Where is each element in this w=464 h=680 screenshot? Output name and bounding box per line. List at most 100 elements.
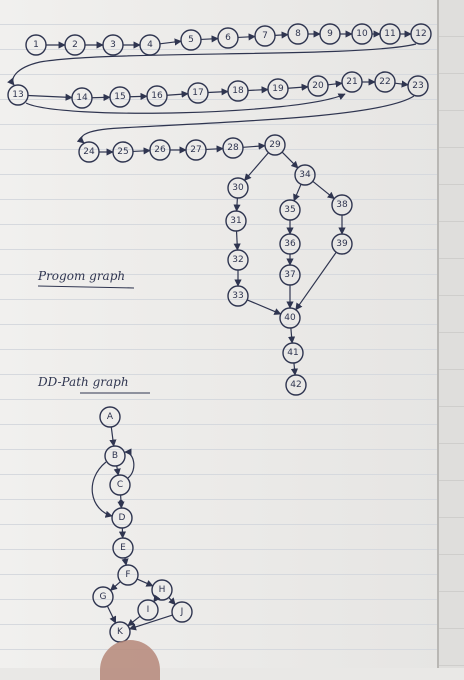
dd-path-graph-node-H: H bbox=[152, 580, 172, 600]
program-graph-node-13: 13 bbox=[8, 85, 28, 105]
program-graph-node-label: 11 bbox=[384, 29, 395, 39]
program-graph-node-label: 32 bbox=[232, 255, 243, 265]
dd-path-graph-node-A: A bbox=[100, 407, 120, 427]
program-graph-node-label: 26 bbox=[154, 145, 166, 155]
program-graph-node-3: 3 bbox=[103, 35, 123, 55]
dd-path-graph-node-label: I bbox=[147, 605, 150, 615]
program-graph-edge-29-34 bbox=[282, 152, 298, 168]
program-graph-node-41: 41 bbox=[283, 343, 303, 363]
program-graph-node-label: 38 bbox=[336, 200, 348, 210]
dd-path-graph-node-K: K bbox=[110, 622, 130, 642]
program-graph-node-label: 23 bbox=[412, 81, 423, 91]
program-graph-node-label: 6 bbox=[225, 33, 231, 43]
dd-path-graph-node-D: D bbox=[112, 508, 132, 528]
program-graph-node-label: 5 bbox=[188, 35, 194, 45]
program-graph-node-19: 19 bbox=[268, 79, 288, 99]
program-graph-caption-underline bbox=[38, 286, 134, 288]
dd-path-graph-edge-F-G bbox=[111, 582, 121, 591]
program-graph-edge-40-41 bbox=[291, 328, 292, 343]
program-graph-node-label: 15 bbox=[114, 92, 125, 102]
dd-path-graph-edge-E-F bbox=[125, 558, 126, 565]
program-graph-node-22: 22 bbox=[375, 72, 395, 92]
program-graph-edge-41-42 bbox=[294, 363, 295, 375]
program-graph-node-label: 42 bbox=[290, 380, 301, 390]
program-graph-node-35: 35 bbox=[280, 200, 300, 220]
program-graph-edge-16-17 bbox=[167, 94, 188, 96]
dd-path-graph-edge-G-K bbox=[107, 606, 115, 623]
program-graph-node-label: 33 bbox=[232, 291, 243, 301]
program-graph-node-label: 24 bbox=[83, 147, 95, 157]
program-graph-node-17: 17 bbox=[188, 83, 208, 103]
dd-path-graph-edge-B-C bbox=[117, 466, 119, 475]
program-graph-edge-17-18 bbox=[208, 91, 228, 92]
program-graph-node-24: 24 bbox=[79, 142, 99, 162]
dd-path-graph-node-label: A bbox=[107, 412, 114, 422]
dd-path-graph-node-C: C bbox=[110, 475, 130, 495]
program-graph-node-7: 7 bbox=[255, 26, 275, 46]
program-graph-node-label: 34 bbox=[299, 170, 311, 180]
program-graph-node-23: 23 bbox=[408, 76, 428, 96]
program-graph-node-28: 28 bbox=[223, 138, 243, 158]
program-graph-edge-28-29 bbox=[243, 146, 265, 148]
program-graph-node-label: 39 bbox=[336, 239, 348, 249]
program-graph-node-11: 11 bbox=[380, 24, 400, 44]
dd-path-graph-node-E: E bbox=[113, 538, 133, 558]
dd-path-graph-node-label: B bbox=[112, 451, 118, 461]
program-graph-node-label: 29 bbox=[269, 140, 281, 150]
program-graph-edge-31-32 bbox=[237, 231, 238, 250]
program-graph-caption: Progom graph bbox=[37, 269, 134, 288]
program-graph-node-39: 39 bbox=[332, 234, 352, 254]
program-graph-node-label: 7 bbox=[262, 31, 268, 41]
program-graph-node-label: 4 bbox=[147, 40, 153, 50]
program-graph-edge-5-6 bbox=[201, 39, 218, 40]
program-graph-node-16: 16 bbox=[147, 86, 167, 106]
program-graph-node-34: 34 bbox=[295, 165, 315, 185]
program-graph-node-14: 14 bbox=[72, 88, 92, 108]
program-graph-edge-34-35 bbox=[294, 184, 301, 201]
program-graph-edge-30-31 bbox=[237, 198, 238, 211]
program-graph-node-label: 14 bbox=[76, 93, 88, 103]
program-graph-node-31: 31 bbox=[226, 211, 246, 231]
program-graph-node-5: 5 bbox=[181, 30, 201, 50]
dd-path-graph-node-J: J bbox=[172, 602, 192, 622]
program-graph-node-label: 21 bbox=[346, 77, 357, 87]
program-graph-edge-7-8 bbox=[275, 35, 288, 36]
edges-layer bbox=[13, 34, 416, 629]
program-graph-node-25: 25 bbox=[113, 142, 133, 162]
dd-path-graph-node-label: E bbox=[120, 543, 126, 553]
program-graph-node-33: 33 bbox=[228, 286, 248, 306]
program-graph-node-15: 15 bbox=[110, 87, 130, 107]
dd-path-graph-junction-dot bbox=[119, 500, 123, 504]
program-graph-node-label: 40 bbox=[284, 313, 296, 323]
dd-path-graph-node-label: J bbox=[180, 607, 184, 617]
program-graph-node-label: 10 bbox=[356, 29, 368, 39]
dd-path-graph-node-label: K bbox=[117, 627, 124, 637]
dd-path-graph-node-label: C bbox=[117, 480, 123, 490]
program-graph-node-32: 32 bbox=[228, 250, 248, 270]
program-graph-edge-6-7 bbox=[238, 37, 255, 38]
program-graph-node-1: 1 bbox=[26, 35, 46, 55]
program-graph-node-21: 21 bbox=[342, 72, 362, 92]
dd-path-graph-edge-B-D bbox=[92, 462, 112, 516]
program-graph-edge-22-23 bbox=[395, 83, 408, 85]
program-graph-node-2: 2 bbox=[65, 35, 85, 55]
program-graph-node-label: 35 bbox=[284, 205, 295, 215]
program-graph-node-label: 8 bbox=[295, 29, 301, 39]
program-graph-node-20: 20 bbox=[308, 76, 328, 96]
program-graph-node-12: 12 bbox=[411, 24, 431, 44]
program-graph-node-label: 19 bbox=[272, 84, 284, 94]
program-graph-edge-34-38 bbox=[313, 181, 334, 198]
program-graph-node-label: 9 bbox=[327, 29, 333, 39]
program-graph-node-label: 17 bbox=[192, 88, 203, 98]
dd-path-graph-edge-C-B bbox=[125, 452, 134, 478]
program-graph-node-label: 41 bbox=[287, 348, 298, 358]
program-graph-node-label: 37 bbox=[284, 270, 295, 280]
program-graph-node-26: 26 bbox=[150, 140, 170, 160]
dd-path-graph-node-label: D bbox=[119, 513, 126, 523]
program-graph-node-42: 42 bbox=[286, 375, 306, 395]
program-graph-node-36: 36 bbox=[280, 234, 300, 254]
program-graph-node-9: 9 bbox=[320, 24, 340, 44]
dd-path-graph-edge-I-K bbox=[128, 616, 140, 626]
program-graph-node-label: 36 bbox=[284, 239, 296, 249]
